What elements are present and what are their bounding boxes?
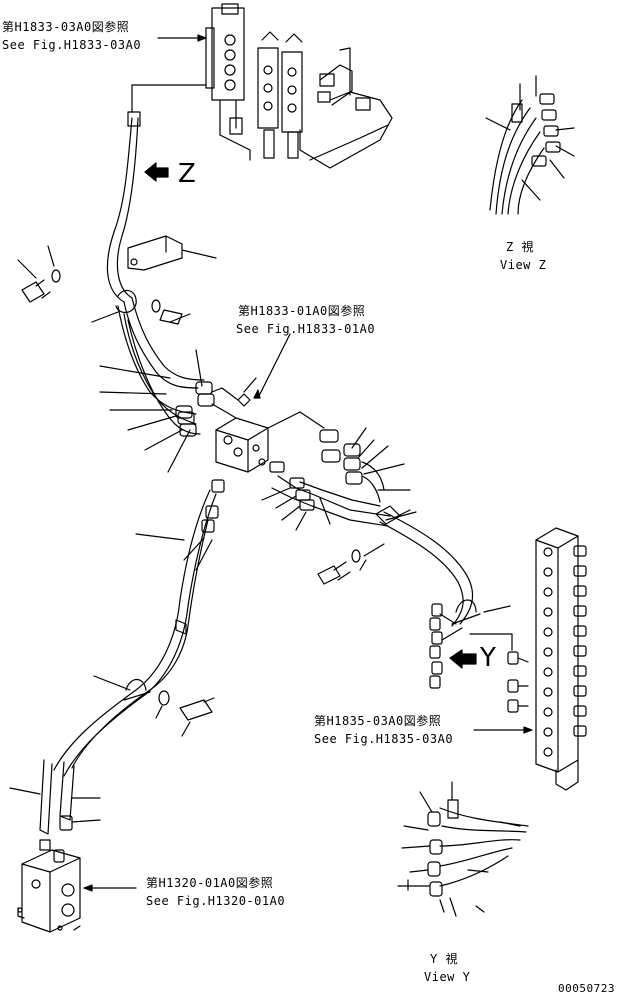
fittings-left-column — [175, 381, 215, 437]
ref-1833-03-jp: 第H1833-03A0図参照 — [2, 20, 130, 34]
view-z-arrow-icon — [144, 162, 169, 182]
view-z-detail — [485, 75, 575, 215]
clamp-right — [451, 599, 511, 625]
bolt-lower — [179, 697, 215, 721]
clamp-lower — [123, 678, 170, 706]
ref-1833-01-jp: 第H1833-01A0図参照 — [238, 304, 366, 318]
clamp-upper — [115, 289, 183, 325]
view-y-caption-jp: Y 視 — [430, 952, 458, 966]
bolt-mid — [317, 549, 361, 585]
view-y-marker: Y — [480, 643, 497, 673]
ref-1320-01-jp: 第H1320-01A0図参照 — [146, 876, 274, 890]
fittings-under-block — [269, 461, 315, 511]
view-y-detail — [397, 781, 529, 917]
view-z-marker: Z — [178, 159, 197, 189]
lower-hoses — [39, 479, 225, 835]
view-y-arrow-icon — [449, 649, 477, 669]
solenoid-valve-box — [17, 839, 81, 933]
bracket-upper — [127, 235, 183, 271]
ref-1835-03-en: See Fig.H1835-03A0 — [314, 732, 454, 746]
upper-hose — [106, 84, 207, 303]
central-manifold-block — [211, 377, 269, 473]
ref-1835-03-jp: 第H1835-03A0図参照 — [314, 714, 442, 728]
ref-1833-01-en: See Fig.H1833-01A0 — [236, 322, 376, 336]
ref-1320-01-en: See Fig.H1320-01A0 — [146, 894, 286, 908]
bolt-upper-left — [21, 269, 61, 303]
small-fittings-right — [507, 651, 529, 713]
right-hose-bundle — [267, 411, 474, 627]
view-y-caption-en: View Y — [424, 970, 471, 984]
hose-bundle-mid — [117, 297, 205, 435]
view-z-caption-en: View Z — [500, 258, 547, 272]
drawing-number: 00050723 — [558, 982, 615, 995]
right-fitting-stack — [429, 603, 463, 689]
right-manifold — [535, 527, 587, 791]
view-z-caption-jp: Z 視 — [506, 240, 534, 254]
ref-1833-03-en: See Fig.H1833-03A0 — [2, 38, 142, 52]
top-valve-assembly — [205, 3, 393, 169]
